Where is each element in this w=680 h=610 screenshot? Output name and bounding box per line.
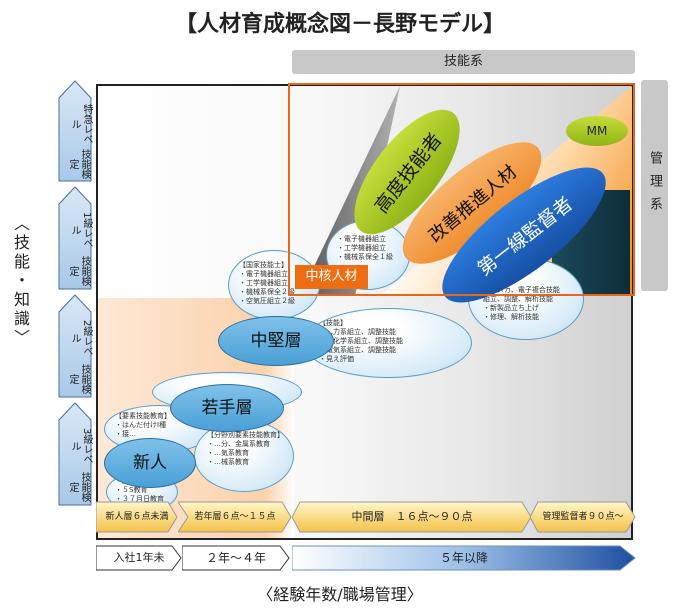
points-arrow-manager: 管理監督者９０点～ [530,498,636,536]
horizontal-axis-label: 〈経験年数/職場管理〉 [257,585,423,604]
level-arrow-3: 3級レベル技能検定 [58,402,92,506]
level-sub: 技能検定 [67,472,90,503]
note-line: ・接… [115,430,136,438]
points-arrow-young: 若年層６点～１５点 [178,498,292,536]
note-line: ・工学機器組立 [239,279,288,287]
arrow-label: ２年～４年 [205,551,266,565]
years-arrow-second: ２年～４年 [182,545,290,571]
arrow-label: ５年以降 [439,551,488,565]
arrow-label: 若年層６点～１５点 [194,512,276,522]
skill-series-band: 技能系 [292,50,635,74]
points-arrow-middle: 中間層 １６点～９０点 [292,498,532,536]
note-line: ・はんだ付けⅠ種 [115,421,167,429]
level-label: 特急レベル [69,104,92,145]
note-line: 組立、調整、解析技能 [483,295,553,303]
note-line: ・電気系組立、調整技能 [319,346,396,354]
arrow-label: 新人層６点未満 [105,512,169,522]
oval-mm: MM [566,116,628,146]
tier-mid: 中堅層 [218,316,334,366]
level-sub: 技能検定 [67,364,90,395]
note-line: ・…メカ、電子複合技能 [483,286,560,294]
note-line: ・見え評価 [319,355,354,363]
page-title: 【人材育成概念図－長野モデル】 [174,12,505,37]
note-line: ・…力系組立、調整技能 [319,328,396,336]
mid-tier-note: 【国家技能士】 ・電子機器組立 ・工学機器組立 ・機械系保全２級 ・空気圧組立２… [228,250,320,320]
note-line: ・機械系保全２級 [239,288,295,296]
arrow-label: 入社1年未 [113,551,165,564]
level-arrow-1: 1級レベル技能検定 [58,186,92,290]
note-line: ・空気圧組立２級 [239,297,295,305]
level-label: 3級レベル [69,427,92,465]
management-series-band: 管理系 [641,80,668,291]
level-arrow-special: 特急レベル技能検定 [58,80,92,182]
level-arrow-2: 2級レベル技能検定 [58,294,92,398]
note-line: ・機械系保全１級 [337,253,393,261]
note-line: ・…械系教育 [207,458,249,466]
note-line: ・３７月日教育 [115,495,164,503]
points-arrow-new: 新人層６点未満 [96,498,178,536]
tier-young: 若手層 [170,384,284,432]
note-line: ・電子機器組立 [239,270,288,278]
arrow-label: 中間層 １６点～９０点 [351,510,473,523]
note-line: 【技能】 [319,319,347,327]
tier-new: 新人 [104,438,196,488]
note-line: ・修理、解析技能 [483,313,539,321]
level-sub: 技能検定 [67,256,90,287]
core-talent-label: 中核人材 [295,265,368,289]
note-line: ・電子機器組立 [337,235,386,243]
core-talent-frame [288,83,635,296]
note-line: ・工学機器組立 [337,244,386,252]
years-arrow-first: 入社1年未 [96,545,182,571]
note-line: ・５S教育 [115,486,148,494]
note-line: ・…分、金属系教育 [207,440,270,448]
note-line: 【分野別要素技能教育】 [207,431,284,439]
note-line: ・新製品立ち上げ [483,304,539,312]
note-line: ・…化学系組立、調整技能 [319,337,403,345]
note-line: 【国家技能士】 [239,261,288,269]
note-line: ・…気系教育 [207,449,249,457]
level-label: 1級レベル [69,211,92,249]
arrow-label: 管理監督者９０点～ [542,512,624,522]
level-label: 2級レベル [69,319,92,357]
years-arrow-later: ５年以降 [292,545,636,571]
level-sub: 技能検定 [67,149,90,180]
note-line: 【要素技能教育】 [115,412,171,420]
vertical-axis-label: 〈技能・知識〉 [11,215,30,348]
